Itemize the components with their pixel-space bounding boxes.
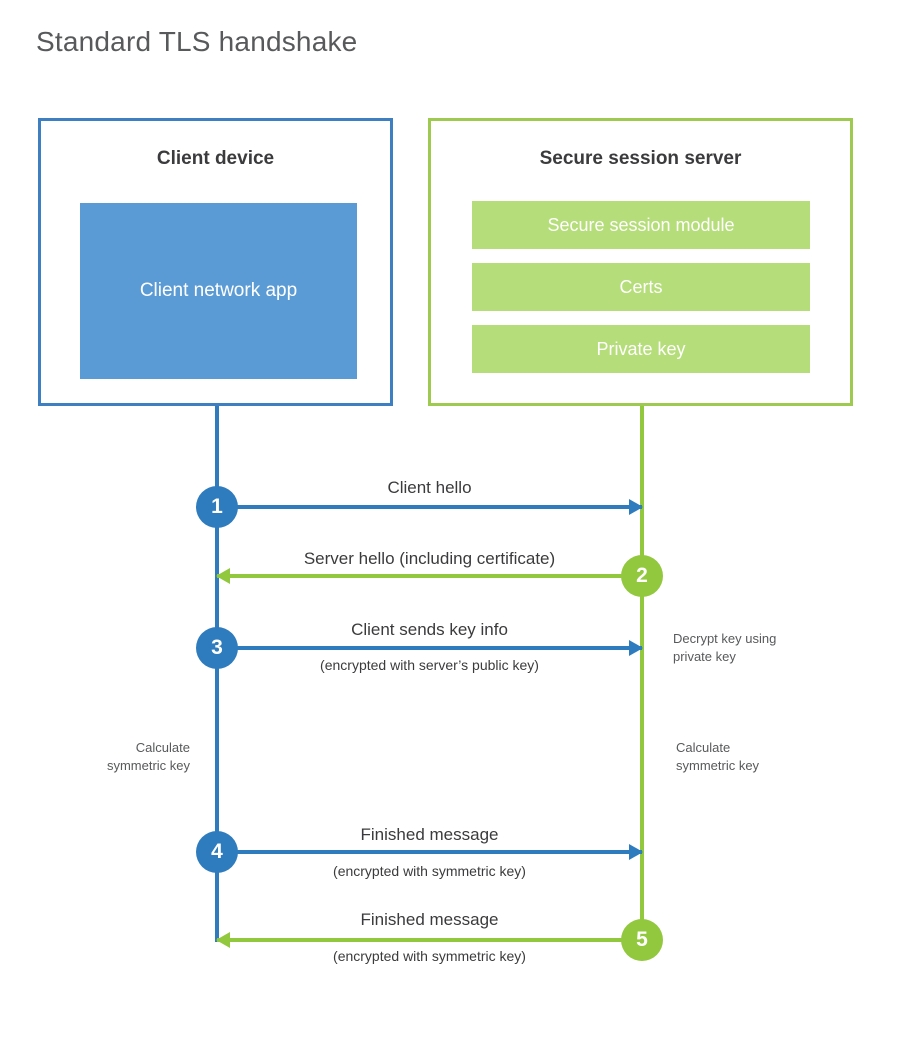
client-device-title: Client device [156, 148, 275, 169]
annotation-server-calculate-symmetric-key: Calculate symmetric key [676, 740, 760, 773]
client-lifeline [215, 406, 219, 942]
server-component-secure-session-module: Secure session module [472, 201, 810, 249]
step-4-circle[interactable]: 4 [196, 831, 238, 873]
step-4-arrow [217, 844, 643, 860]
annotation-client-calculate-symmetric-key: Calculate symmetric key [106, 740, 190, 773]
server-lifeline [640, 406, 644, 942]
client-device-box: Client device Client network app [38, 118, 393, 406]
page-title: Standard TLS handshake [36, 26, 358, 57]
step-2-circle[interactable]: 2 [621, 555, 663, 597]
arrowhead-right-icon [629, 844, 643, 860]
step-3-sublabel: (encrypted with server’s public key) [320, 657, 539, 673]
step-1-arrow [217, 499, 643, 515]
step-1-circle[interactable]: 1 [196, 486, 238, 528]
step-2-arrow [216, 568, 642, 584]
secure-session-server-title: Secure session server [539, 148, 742, 169]
step-3-label: Client sends key info [351, 620, 508, 639]
server-components-list: Secure session module Certs Private key [472, 201, 810, 387]
step-3-arrow [217, 640, 643, 656]
arrowhead-right-icon [629, 640, 643, 656]
step-3-circle[interactable]: 3 [196, 627, 238, 669]
server-component-certs: Certs [472, 263, 810, 311]
secure-session-server-box: Secure session server Secure session mod… [428, 118, 853, 406]
step-5-label: Finished message [360, 910, 499, 929]
server-component-private-key: Private key [472, 325, 810, 373]
client-network-app-block: Client network app [80, 203, 357, 379]
step-2-label: Server hello (including certificate) [303, 549, 556, 568]
step-1-label: Client hello [387, 478, 472, 497]
step-4-sublabel: (encrypted with symmetric key) [333, 863, 526, 879]
arrowhead-right-icon [629, 499, 643, 515]
step-5-circle[interactable]: 5 [621, 919, 663, 961]
step-4-label: Finished message [360, 825, 499, 844]
annotation-decrypt-key: Decrypt key using private key [673, 631, 777, 664]
step-5-sublabel: (encrypted with symmetric key) [333, 948, 526, 964]
arrowhead-left-icon [216, 568, 230, 584]
step-5-arrow [216, 932, 642, 948]
arrowhead-left-icon [216, 932, 230, 948]
